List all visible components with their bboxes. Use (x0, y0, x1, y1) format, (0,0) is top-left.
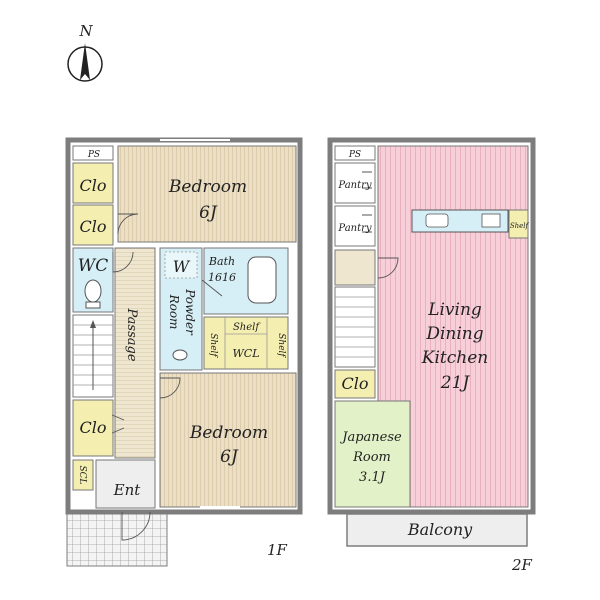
clo-2-label: Clo (80, 217, 107, 236)
floor-1-caption: 1F (267, 541, 288, 559)
shelf-top-label: Shelf (233, 322, 261, 333)
ent-label: Ent (113, 481, 142, 499)
bath-size: 1616 (208, 271, 236, 284)
japanese-room-line2: Room (352, 450, 391, 465)
pantry-1-label: Pantry (337, 180, 371, 191)
compass-label: N (78, 22, 93, 40)
ldk-line1: Living (427, 300, 482, 320)
shelf-left-label: Shelf (208, 333, 218, 358)
ps-label-1f: PS (87, 150, 100, 160)
shelf-right-label: Shelf (276, 333, 286, 358)
wc-label: WC (78, 256, 108, 276)
bath-name: Bath (208, 255, 235, 268)
floor-1: PS Bedroom 6J Clo Clo WC W Bath 1616 Pow… (65, 137, 386, 567)
powder-room-line1: Powder (183, 288, 197, 336)
scl-label: SCL (77, 465, 87, 484)
powder-room-line2: Room (167, 294, 181, 330)
w-label: W (173, 257, 191, 276)
ldk-line3: Kitchen (421, 348, 488, 368)
pantry-2-label: Pantry (337, 223, 371, 234)
japanese-room-line1: Japanese (339, 430, 402, 445)
wcl-label: WCL (232, 347, 259, 360)
clo-3-label: Clo (80, 418, 107, 437)
japanese-room-size: 3.1J (359, 470, 386, 485)
bedroom-top-name: Bedroom (168, 177, 247, 197)
passage-label: Passage (124, 307, 139, 361)
ps-label-2f: PS (348, 150, 361, 160)
bedroom-top-size: 6J (199, 203, 218, 223)
clo-2f-label: Clo (342, 374, 369, 393)
ldk-line2: Dining (425, 324, 483, 344)
floor-2: PS Pantry Pantry Shelf Living Dining Kit… (327, 137, 536, 574)
balcony-label: Balcony (407, 520, 473, 539)
clo-1-label: Clo (80, 176, 107, 195)
bedroom-bottom-name: Bedroom (189, 423, 268, 443)
floor-2-caption: 2F (511, 556, 533, 574)
bedroom-bottom-size: 6J (220, 447, 239, 467)
north-compass: N (67, 22, 103, 82)
ldk-size: 21J (440, 373, 471, 393)
compass-arrow-icon (80, 43, 90, 80)
shelf-2f-label: Shelf (510, 222, 530, 230)
